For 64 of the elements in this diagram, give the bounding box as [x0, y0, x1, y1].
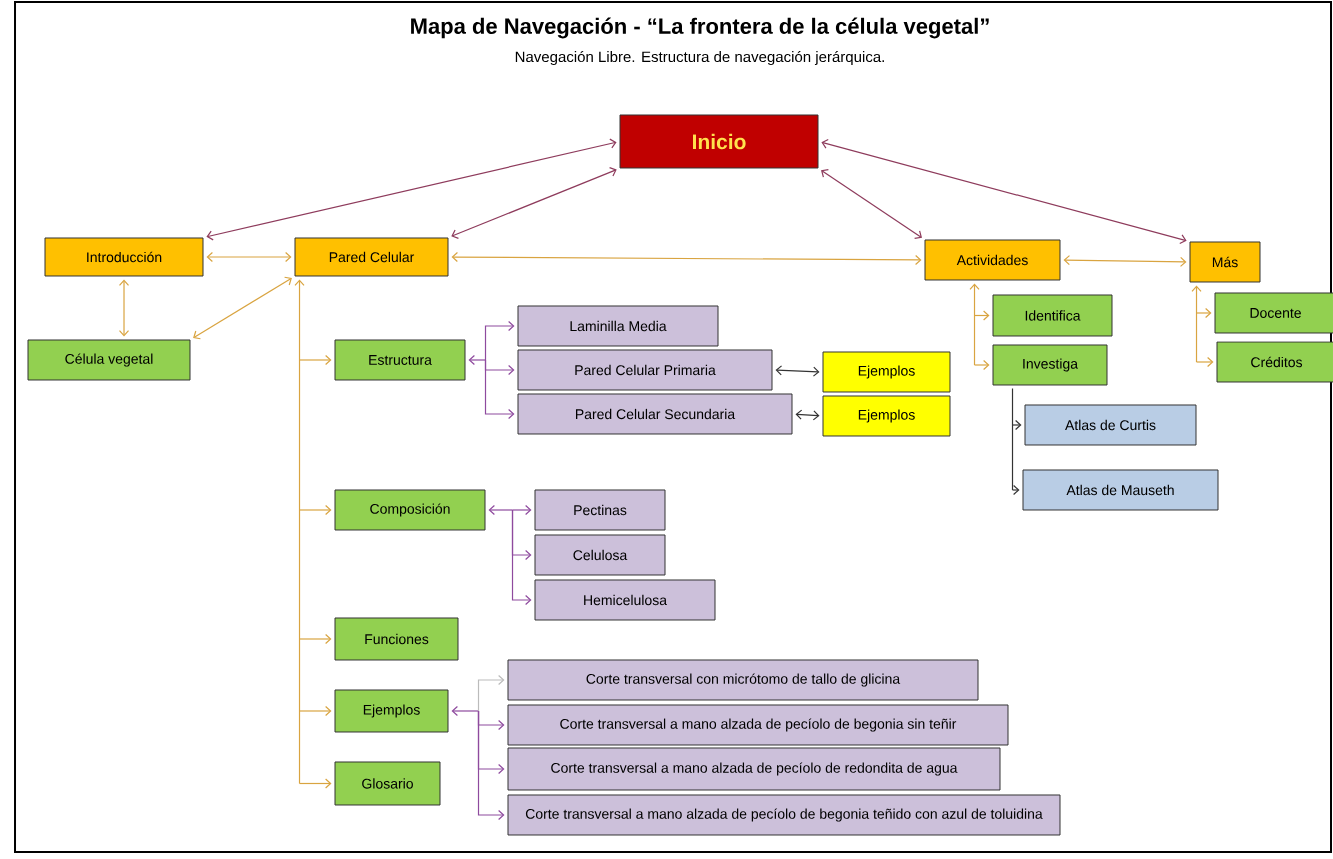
page-box: Estructura: [334, 339, 466, 381]
title: Mapa de Navegación - “La frontera de la célula vegetal”: [411, 17, 989, 39]
arrow: [298, 633, 332, 645]
arrow: [193, 276, 292, 340]
arrow: [973, 359, 990, 371]
page-box: Funciones: [334, 617, 459, 661]
page-box: Docente: [1214, 292, 1333, 334]
arrow: [451, 167, 617, 239]
arrow: [477, 674, 505, 712]
page-box: Ejemplos: [822, 351, 951, 393]
page-box: Atlas de Mauseth: [1022, 469, 1219, 511]
page-box: Laminilla Media: [517, 305, 719, 347]
subtitle: Navegación Libre. Estructura de navegación jerárquica.: [515, 50, 884, 66]
arrow: [206, 251, 292, 263]
page-box: Actividades: [924, 239, 1061, 281]
arrow: [484, 359, 515, 420]
page-box: Introducción: [44, 237, 204, 277]
page-box: Atlas de Curtis: [1024, 404, 1197, 446]
page-box: Glosario: [334, 761, 441, 806]
arrow: [511, 504, 532, 516]
page-box: Pared Celular: [294, 237, 449, 277]
page-box: Corte transversal a mano alzada de pecíolo de begonia sin teñir: [507, 704, 1009, 746]
connector-trunk: [1011, 387, 1014, 491]
arrow: [821, 138, 1187, 245]
arrow: [477, 710, 505, 821]
page-box: Celulosa: [534, 534, 666, 576]
arrow: [973, 310, 990, 321]
arrow: [298, 354, 332, 366]
connector-trunk: [451, 705, 480, 717]
arrow: [206, 138, 617, 241]
arrow: [298, 705, 332, 717]
page-box: Pectinas: [534, 489, 666, 531]
arrow: [484, 320, 515, 361]
page-box: Célula vegetal: [27, 339, 191, 381]
page-box: Composición: [334, 489, 486, 531]
connector-trunk: [969, 283, 980, 366]
page-box: Identifica: [992, 294, 1113, 337]
page-box: Corte transversal a mano alzada de pecíolo de begonia teñido con azul de toluidina: [507, 794, 1061, 836]
page-box: Ejemplos: [822, 395, 951, 437]
page-box: Pared Celular Primaria: [517, 349, 773, 391]
page-box: Créditos: [1216, 341, 1333, 383]
page-box: Ejemplos: [334, 689, 449, 733]
start-box: Inicio: [619, 114, 819, 169]
arrow: [795, 409, 820, 421]
arrow: [1195, 356, 1214, 368]
page-box: Hemicelulosa: [534, 579, 716, 621]
connector-trunk: [294, 279, 305, 785]
arrow: [1195, 307, 1212, 319]
arrow: [775, 365, 820, 377]
arrow: [451, 251, 922, 266]
page-box: Corte transversal con micrótomo de tallo de glicina: [507, 659, 979, 701]
page-box: Más: [1189, 241, 1261, 283]
arrow: [511, 509, 532, 606]
arrow: [298, 778, 332, 789]
arrow: [298, 504, 332, 516]
connector-trunk: [488, 504, 514, 516]
connector-trunk: [468, 354, 487, 366]
page-box: Pared Celular Secundaria: [517, 393, 793, 435]
connector-trunk: [1191, 285, 1202, 363]
page-box: Corte transversal a mano alzada de pecíolo de redondita de agua: [507, 747, 1001, 791]
page-box: Investiga: [992, 344, 1108, 386]
arrow: [118, 279, 130, 337]
arrow: [1063, 255, 1187, 267]
arrow: [821, 169, 922, 239]
